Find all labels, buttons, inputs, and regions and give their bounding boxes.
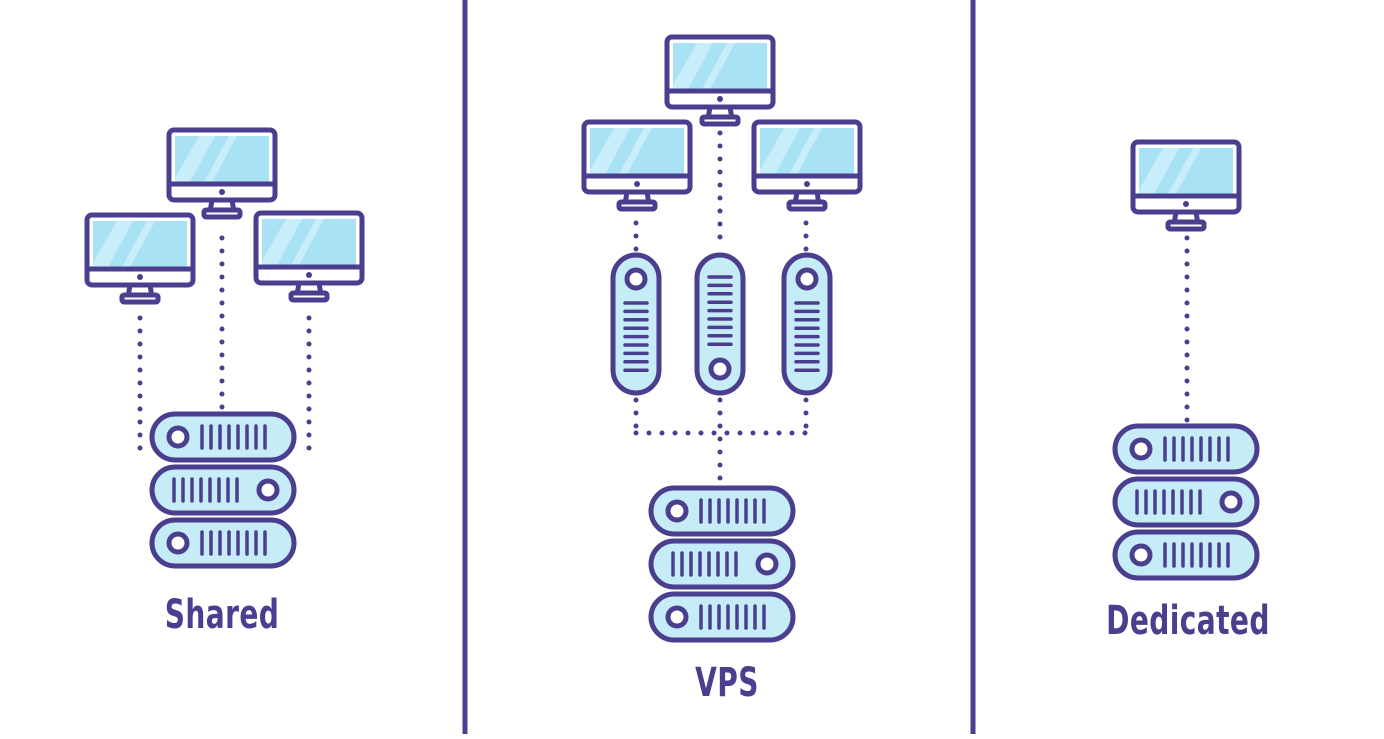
dedicated-monitor: [1130, 139, 1242, 232]
vps-node-left-icon: [610, 252, 662, 396]
vps-node-right-icon: [781, 252, 833, 396]
dedicated-label: Dedicated: [1106, 598, 1270, 644]
vps-monitor-left: [581, 119, 693, 212]
shared-server-rack-icon: [149, 411, 297, 569]
vps-monitor-right: [751, 119, 863, 212]
shared-label: Shared: [164, 592, 280, 638]
shared-monitor-right: [253, 210, 365, 303]
vps-label: VPS: [695, 660, 759, 706]
shared-monitor-left: [84, 212, 196, 305]
shared-monitor-top: [166, 127, 278, 220]
vps-monitor-top: [664, 34, 776, 127]
vps-node-center-icon: [694, 252, 746, 396]
vps-server-rack-icon: [648, 485, 796, 643]
dedicated-server-rack-icon: [1112, 423, 1260, 581]
